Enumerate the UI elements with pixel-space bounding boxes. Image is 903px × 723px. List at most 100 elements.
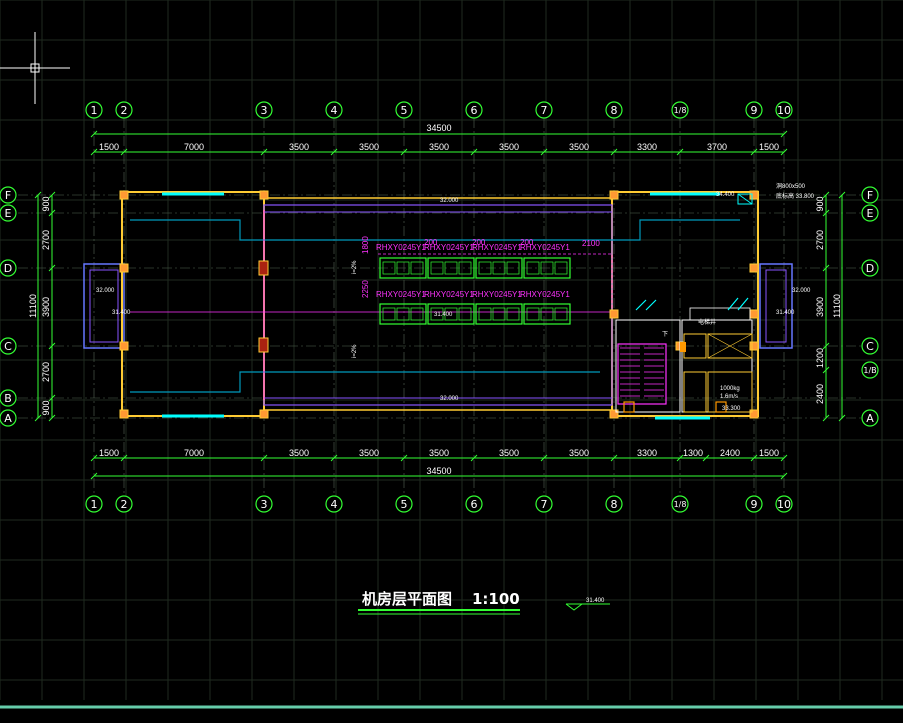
dim-tick-top-total-start (90, 130, 98, 138)
dim-tick-right-2 (822, 264, 830, 272)
axis-bubble-bottom-2-label: 3 (261, 498, 268, 511)
axis-bubble-top-8: 1/8 (671, 101, 689, 119)
axis-bubble-right-2-label: D (866, 262, 874, 275)
building-outline (83, 190, 793, 420)
dim-top-seg-3: 3500 (359, 142, 379, 152)
dim-tick-bottom-11 (780, 454, 788, 462)
dim-tick-left-0 (48, 191, 56, 199)
axis-bubble-bottom-5: 6 (465, 495, 483, 513)
axis-bubble-top-0: 1 (85, 101, 103, 119)
gap-label-1: 200 (424, 238, 438, 247)
axis-bubble-right-4: 1/B (861, 361, 879, 379)
stair-steps (620, 347, 664, 397)
dim-tick-right-1 (822, 209, 830, 217)
column-1 (259, 190, 269, 200)
roof-opening (737, 193, 753, 205)
equipment-fan-1-3-2 (554, 307, 568, 321)
dim-tick-right-5 (822, 414, 830, 422)
dim-top-total: 34500 (426, 123, 451, 133)
dim-bottom-seg-8: 1300 (683, 448, 703, 458)
dim-bottom-seg-4: 3500 (429, 448, 449, 458)
axis-bubble-bottom-0: 1 (85, 495, 103, 513)
machine-speed: 1.6m/s (720, 394, 738, 400)
axis-bubble-top-7-label: 8 (611, 104, 618, 117)
axis-bubble-bottom-2: 3 (255, 495, 273, 513)
equipment-fan-0-3-2 (554, 261, 568, 275)
axis-bubble-bottom-6: 7 (535, 495, 553, 513)
axis-bubble-bottom-6-label: 7 (541, 498, 548, 511)
dim-top-seg-0: 1500 (99, 142, 119, 152)
roof-outline (263, 204, 613, 406)
axis-bubble-left-1-label: E (5, 207, 12, 220)
dim-tick-bottom-total-start (90, 472, 98, 480)
dim-tick-left-3 (48, 342, 56, 350)
slope-lower: i=2% (352, 344, 358, 358)
dim-tick-bottom-10 (750, 454, 758, 462)
column-7 (749, 409, 759, 419)
dim-right-seg-2: 3900 (815, 297, 825, 317)
axis-bubble-left-0: F (0, 186, 17, 204)
axis-bubble-left-4: B (0, 389, 17, 407)
opening-level: 底标高 33.800 (776, 192, 815, 200)
dim-tick-top-5 (470, 148, 478, 156)
equipment-units (379, 257, 571, 325)
axis-bubble-right-4-label: 1/B (863, 366, 876, 375)
equipment-fan-1-0-0 (382, 307, 396, 321)
level-mid: 31.400 (434, 312, 453, 318)
down-label: 下 (662, 331, 668, 338)
axis-bubble-top-9: 9 (745, 101, 763, 119)
column-2 (609, 190, 619, 200)
axis-bubble-right-1-label: E (867, 207, 874, 220)
eq-label-5: RHXY0245Y1 (376, 290, 426, 299)
axis-bubble-top-6: 7 (535, 101, 553, 119)
dim-tick-top-7 (610, 148, 618, 156)
dim-tick-bottom-1 (120, 454, 128, 462)
dim-tick-right-0 (822, 191, 830, 199)
dim-top-seg-6: 3500 (569, 142, 589, 152)
dim-right-seg-3: 1200 (815, 348, 825, 368)
eq-label-7: RHXY0245Y1 (472, 290, 522, 299)
dim-left-seg-3: 2700 (41, 362, 51, 382)
dim-left-seg-1: 2700 (41, 230, 51, 250)
level-right-2: 31.400 (776, 310, 795, 316)
eq-label-1: RHXY0245Y1 (376, 243, 426, 252)
axis-bubble-bottom-3: 4 (325, 495, 343, 513)
column-red-upper (258, 260, 269, 276)
axis-bubble-top-1-label: 2 (121, 104, 128, 117)
dim-tick-top-9 (750, 148, 758, 156)
axis-bubble-bottom-7-label: 8 (611, 498, 618, 511)
equipment-fan-0-0-0 (382, 261, 396, 275)
dim-tick-bottom-total-end (780, 472, 788, 480)
dim-tick-top-0 (90, 148, 98, 156)
dim-bottom-seg-1: 7000 (184, 448, 204, 458)
dim-tick-top-2 (260, 148, 268, 156)
axis-bubble-top-2-label: 3 (261, 104, 268, 117)
dim-left-seg-0: 900 (41, 196, 51, 211)
axis-bubble-bottom-8-label: 1/8 (674, 500, 687, 509)
axis-bubble-left-2-label: D (4, 262, 12, 275)
column-14 (749, 309, 759, 319)
axis-bubble-bottom-1: 2 (115, 495, 133, 513)
dim-tick-bottom-0 (90, 454, 98, 462)
dim-top-seg-8: 3700 (707, 142, 727, 152)
dim-tick-right-3 (822, 342, 830, 350)
equipment-fan-0-1-1 (444, 261, 458, 275)
axis-bubble-bottom-7: 8 (605, 495, 623, 513)
equipment-unit-0-3 (523, 257, 571, 279)
column-6 (609, 409, 619, 419)
axis-bubble-bottom-10-label: 10 (777, 498, 791, 511)
axis-bubble-left-2: D (0, 259, 17, 277)
axis-bubble-right-5-label: A (866, 412, 874, 425)
axis-bubble-top-10-label: 10 (777, 104, 791, 117)
axis-bubble-left-3: C (0, 337, 17, 355)
dim-tick-top-8 (676, 148, 684, 156)
dim-top-seg-9: 1500 (759, 142, 779, 152)
axis-bubble-top-9-label: 9 (751, 104, 758, 117)
main-wall (121, 191, 265, 417)
level-bottom: 32.000 (440, 396, 459, 402)
duct-upper (130, 219, 740, 241)
dim-tick-left-1 (48, 209, 56, 217)
eq-label-6: RHXY0245Y1 (424, 290, 474, 299)
